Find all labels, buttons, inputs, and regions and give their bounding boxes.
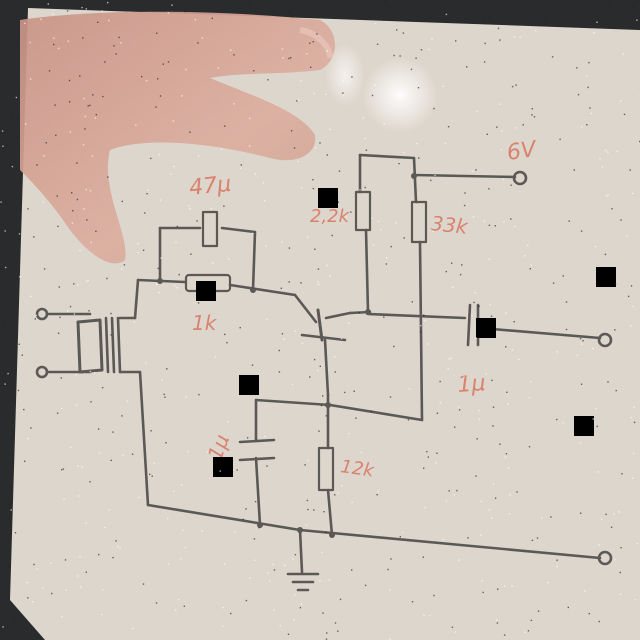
schematic-wiring	[35, 153, 613, 592]
junction-dots	[157, 173, 417, 538]
light-glare	[362, 57, 438, 133]
label-emitter-resistor: 12k	[339, 456, 376, 482]
label-supply-voltage: 6V	[505, 137, 539, 166]
label-feedback-resistor: 1k	[192, 311, 218, 335]
hand	[20, 11, 335, 264]
label-bias-resistor: 33k	[429, 211, 470, 239]
paper-sheet	[10, 8, 640, 640]
label-collector-resistor: 2,2k	[310, 206, 351, 227]
label-output-capacitor: 1µ	[457, 371, 487, 398]
light-glare	[325, 43, 365, 107]
redaction-squares	[196, 188, 616, 477]
label-feedback-capacitor: 47µ	[188, 172, 232, 201]
